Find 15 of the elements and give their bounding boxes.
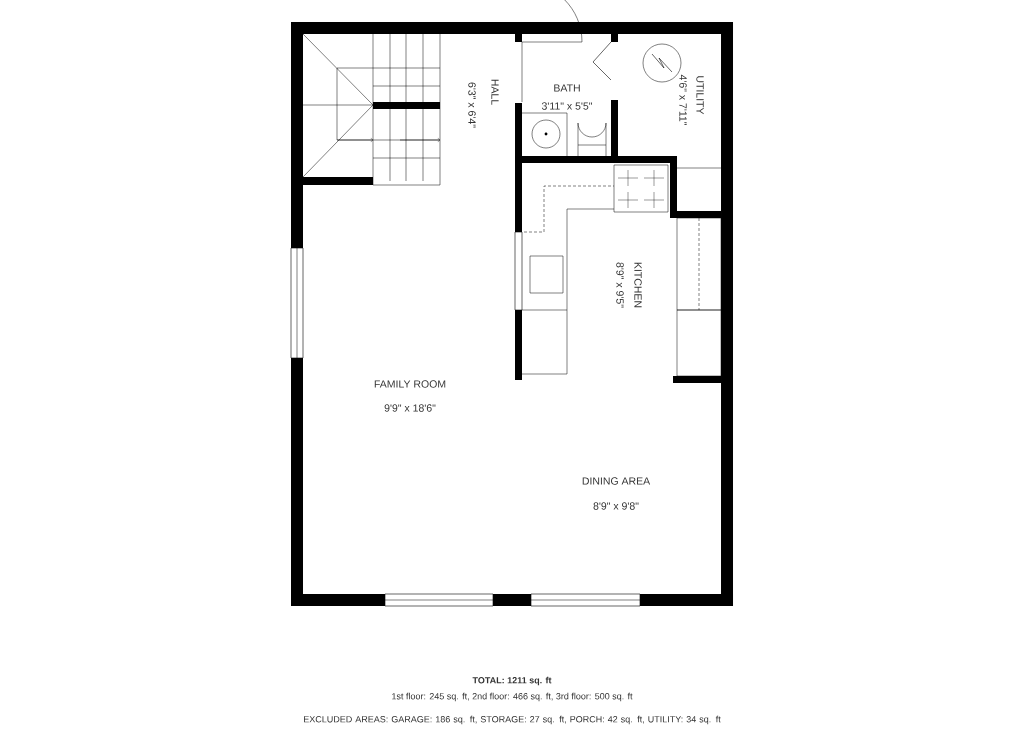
floor-area-text: 1st floor: 245 sq. ft, 2nd floor: 466 sq. ft, 3rd floor: 500 sq. ft xyxy=(392,692,633,702)
room-dimension: 4'6" x 7'11" xyxy=(679,74,687,126)
room-dimension: 8'9" x 9'8" xyxy=(593,502,639,510)
room-dimension: 3'11" x 5'5" xyxy=(541,102,593,110)
room-dimension: 8'9" x 9'5" xyxy=(616,262,624,308)
room-dimension: 9'9" x 18'6" xyxy=(384,404,436,412)
room-label: HALL xyxy=(491,79,499,105)
room-dimension: 6'3" x 6'4" xyxy=(468,82,476,128)
excluded-areas-text: EXCLUDED AREAS: GARAGE: 186 sq. ft, STORAGE: 27 sq. ft, PORCH: 42 sq. ft, UTILITY: 34 sq. ft xyxy=(304,715,721,725)
room-label: DINING AREA xyxy=(582,477,651,485)
room-label: BATH xyxy=(554,84,580,92)
room-label: UTILITY xyxy=(696,76,704,115)
room-label: KITCHEN xyxy=(634,262,642,308)
room-label: FAMILY ROOM xyxy=(374,380,446,388)
total-area-text: TOTAL: 1211 sq. ft xyxy=(472,676,552,686)
